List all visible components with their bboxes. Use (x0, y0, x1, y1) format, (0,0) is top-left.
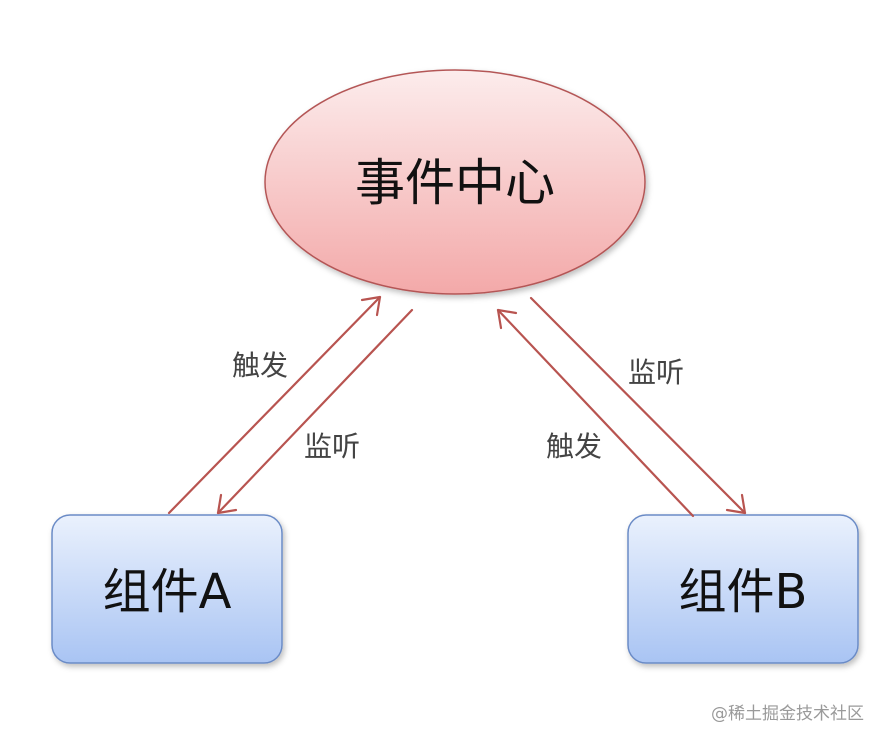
component-b-box (627, 514, 859, 664)
arrow-b-listen (529, 296, 747, 515)
event-center-ellipse (264, 69, 646, 295)
edge-label-a-trigger: 触发 (232, 349, 288, 382)
component-b-label: 组件B (679, 564, 808, 620)
watermark: @稀土掘金技术社区 (711, 704, 864, 724)
arrow-b-trigger (496, 308, 695, 518)
arrow-a-listen (216, 308, 414, 515)
component-a-box (51, 514, 283, 664)
component-b-node: 组件B (627, 514, 859, 664)
edge-label-b-trigger: 触发 (546, 430, 602, 463)
component-a-node: 组件A (51, 514, 283, 664)
edge-label-b-listen: 监听 (628, 356, 684, 389)
edge-label-a-listen: 监听 (304, 430, 360, 463)
event-center-node: 事件中心 (264, 69, 646, 295)
component-a-label: 组件A (103, 564, 232, 620)
event-center-label: 事件中心 (355, 154, 555, 212)
arrow-a-trigger (167, 295, 382, 515)
arrows (167, 295, 747, 518)
